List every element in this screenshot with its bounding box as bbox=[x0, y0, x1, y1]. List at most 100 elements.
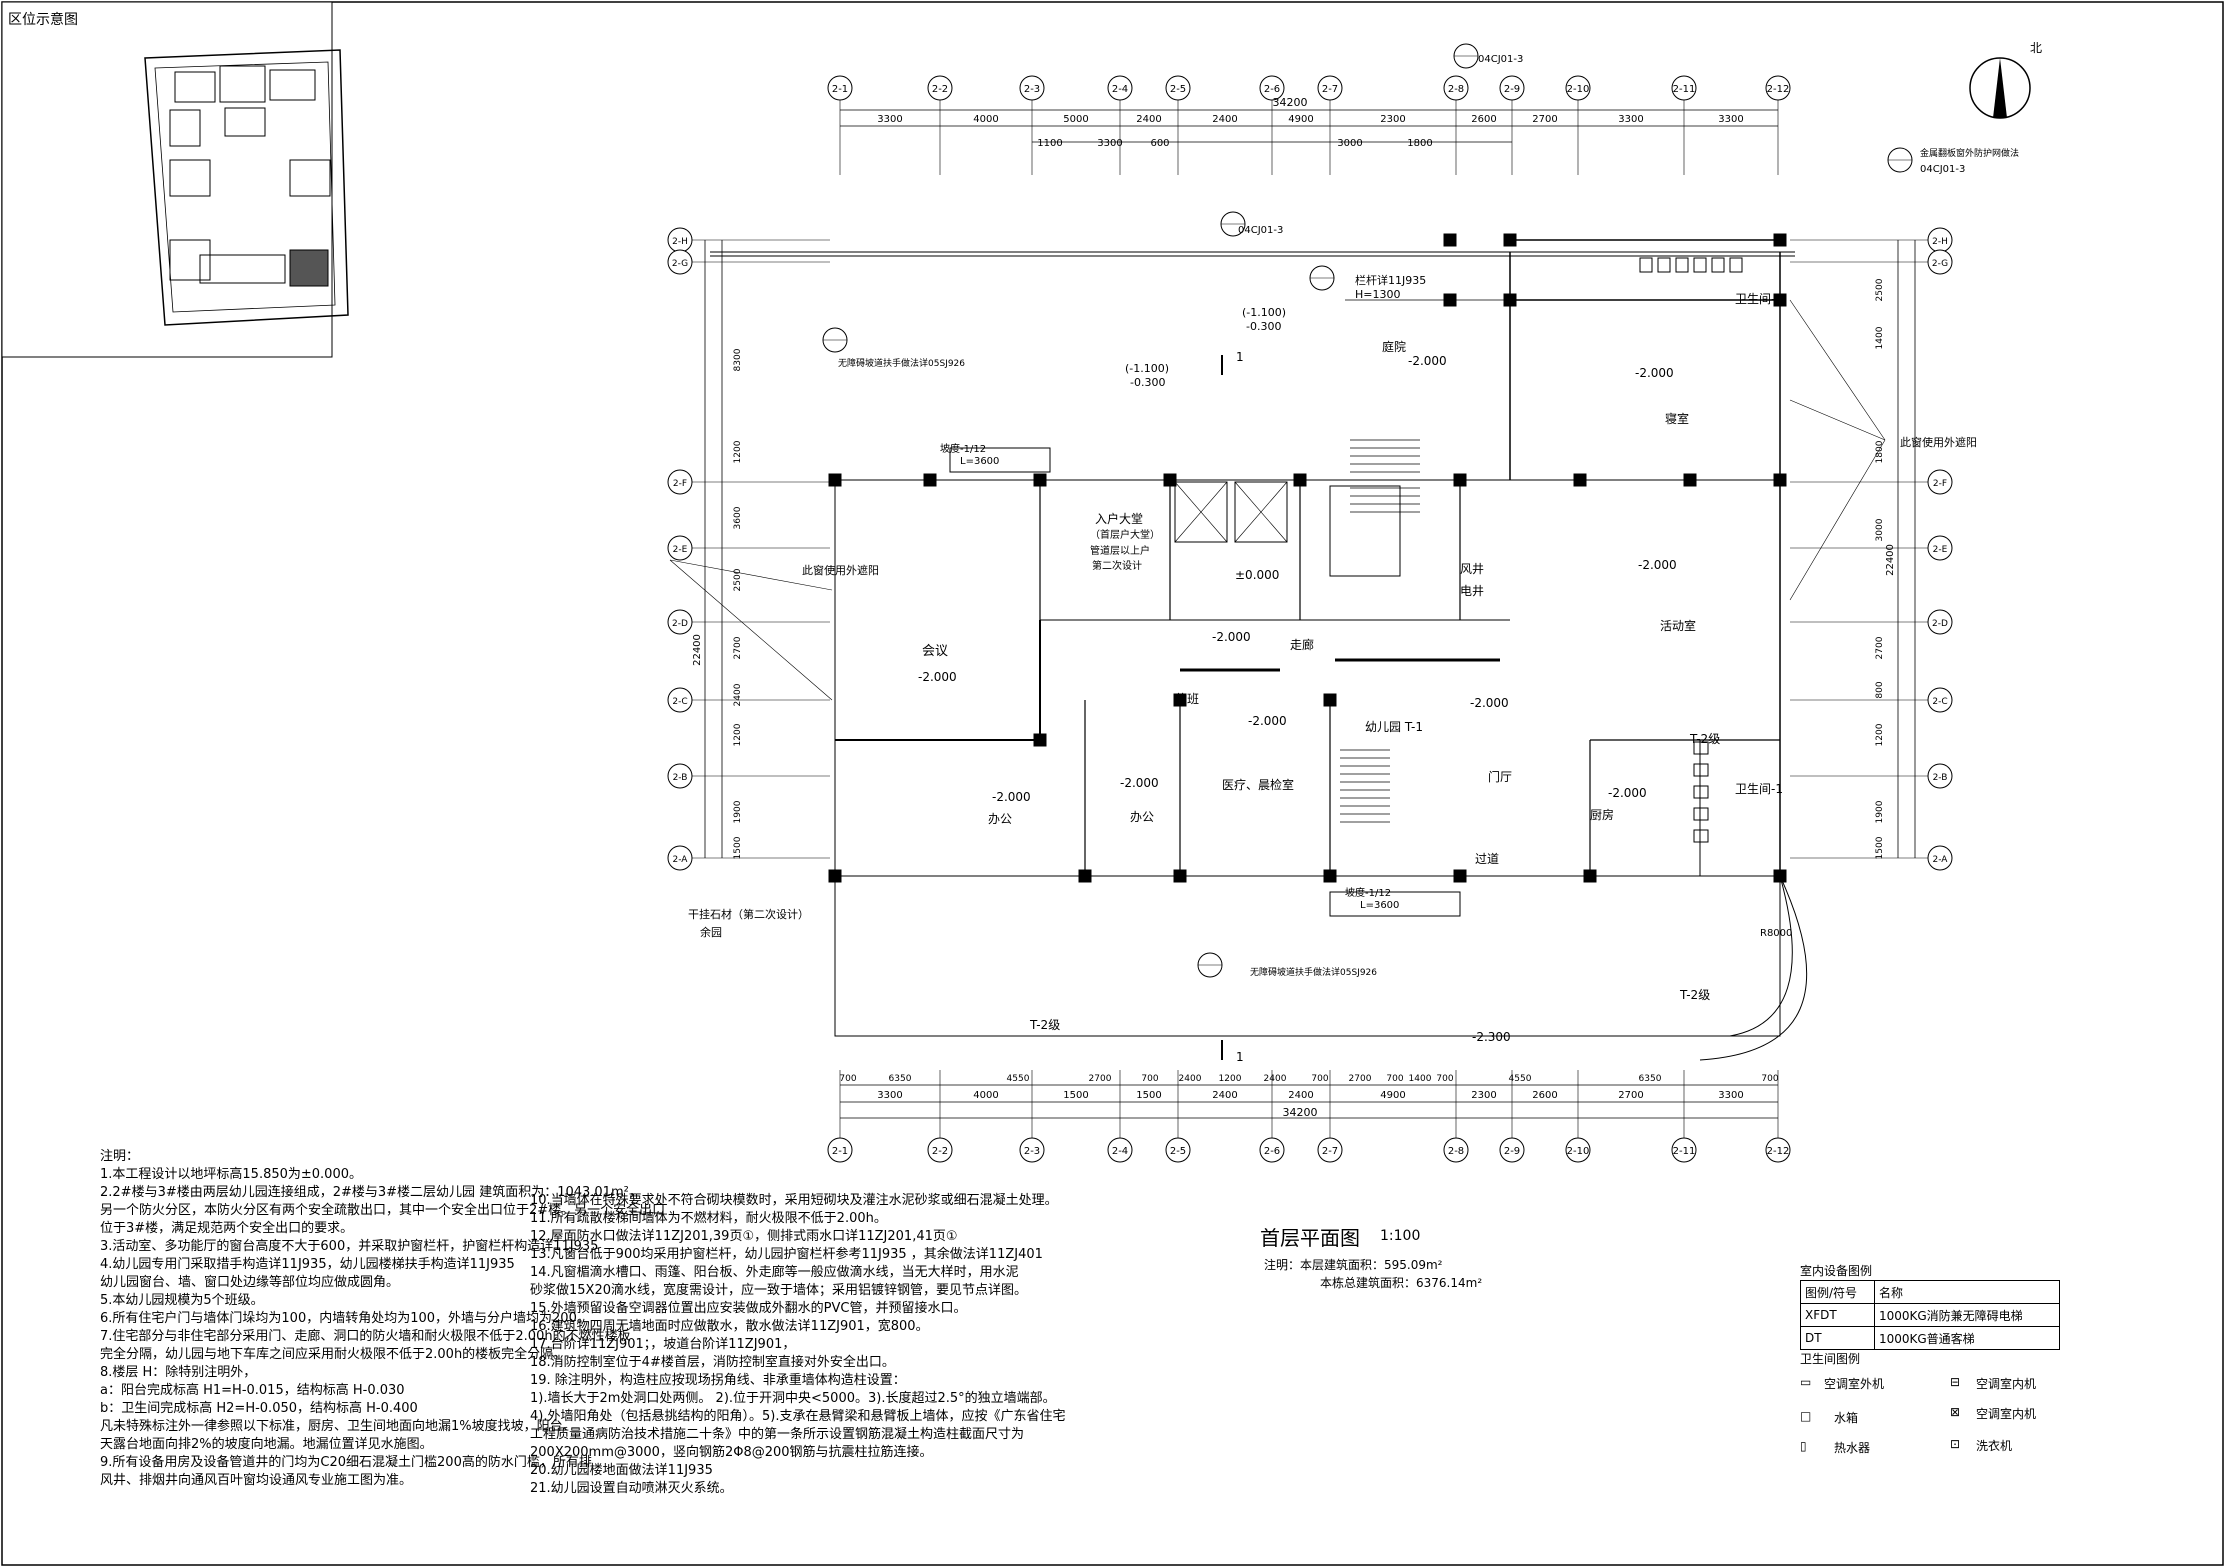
ref-ramp-rail-1: 无障碍坡道扶手做法详05SJ926 bbox=[838, 359, 965, 369]
dim-text: 2700 bbox=[1089, 1074, 1112, 1084]
column bbox=[1683, 473, 1697, 487]
dim-text: 1200 bbox=[1219, 1074, 1242, 1084]
leader-line bbox=[1789, 299, 1886, 441]
axis-label: 2-B bbox=[1933, 773, 1948, 783]
tf-tag-right: T-2级 bbox=[1690, 732, 1721, 746]
north-label: 北 bbox=[2030, 41, 2042, 55]
toilet-fixture bbox=[1729, 257, 1743, 273]
ramp-length-1: L=3600 bbox=[960, 456, 1000, 467]
leader-line bbox=[669, 559, 833, 701]
note-line: a：阳台完成标高 H1=H-0.015，结构标高 H-0.030 bbox=[100, 1383, 405, 1398]
dim-text: 4550 bbox=[1509, 1074, 1532, 1084]
elevator-table: 图例/符号 名称 XFDT 1000KG消防兼无障碍电梯 DT 1000KG普通… bbox=[1800, 1280, 2061, 1350]
level-ramp-2: -0.300 bbox=[1130, 376, 1166, 389]
axis-label: 2-7 bbox=[1322, 1146, 1338, 1157]
column bbox=[1173, 869, 1187, 883]
note-line: 17.台阶详11ZJ901；，坡道台阶详11ZJ901， bbox=[530, 1337, 796, 1352]
axis-label: 2-12 bbox=[1767, 84, 1790, 95]
area-note-2: 本栋总建筑面积：6376.14m² bbox=[1320, 1276, 1483, 1290]
dim-text: 2500 bbox=[1875, 278, 1885, 301]
dim-text: 3300 bbox=[877, 1090, 902, 1101]
toilet-fixture bbox=[1693, 785, 1709, 799]
dim-text: 700 bbox=[1761, 1074, 1778, 1084]
dim-text: 3300 bbox=[877, 114, 902, 125]
section-cut-top: 1 bbox=[1236, 350, 1244, 364]
axis-label: 2-3 bbox=[1024, 1146, 1040, 1157]
dim-text: 1900 bbox=[733, 800, 743, 823]
axis-label: 2-4 bbox=[1112, 84, 1128, 95]
room-duty: 值班 bbox=[1175, 692, 1200, 706]
note-line: 工程质量通病防治技术措施二十条》中的第一条所示设置钢筋混凝土构造柱截面尺寸为 bbox=[530, 1427, 1025, 1442]
column bbox=[1033, 473, 1047, 487]
stair-core bbox=[1329, 485, 1401, 577]
axis-label: 2-9 bbox=[1504, 1146, 1520, 1157]
room-entrance-hall: 门厅 bbox=[1488, 770, 1513, 784]
elevator-table-head-name: 名称 bbox=[1873, 1280, 2061, 1304]
column bbox=[1453, 473, 1467, 487]
axis-label: 2-3 bbox=[1024, 84, 1040, 95]
note-line: 8.楼层 H：除特别注明外， bbox=[100, 1365, 257, 1380]
axis-label: 2-E bbox=[1933, 545, 1948, 555]
dim-text: 700 bbox=[839, 1074, 856, 1084]
room-lobby-note-2: 管道层以上户 bbox=[1090, 546, 1150, 557]
room-kitchen: 厨房 bbox=[1590, 808, 1615, 822]
level-kitchen: -2.000 bbox=[1608, 786, 1647, 800]
dim-text: 700 bbox=[1311, 1074, 1328, 1084]
plan-body bbox=[667, 43, 1953, 1163]
note-line: 幼儿园窗台、墙、窗口处边缘等部位均应做成圆角。 bbox=[100, 1275, 400, 1290]
column bbox=[828, 869, 842, 883]
axis-label: 2-D bbox=[672, 619, 688, 629]
ref-04cj01-3: 04CJ01-3 bbox=[1478, 54, 1524, 65]
leader-line bbox=[669, 559, 833, 591]
room-toilet-1: 卫生间-1 bbox=[1735, 782, 1783, 796]
dim-text: 2600 bbox=[1532, 1090, 1557, 1101]
note-line: 4.幼儿园专用门采取措手构造详11J935，幼儿园楼梯扶手构造详11J935 bbox=[100, 1257, 515, 1272]
dim-text: 22400 bbox=[692, 634, 703, 666]
terrace-curve bbox=[1729, 875, 1793, 1037]
dim-text: 2700 bbox=[1875, 636, 1885, 659]
axis-label: 2-A bbox=[1933, 855, 1949, 865]
room-corridor: 走廊 bbox=[1290, 638, 1315, 652]
column bbox=[1453, 869, 1467, 883]
dim-text: 800 bbox=[1875, 681, 1885, 698]
axis-label: 2-H bbox=[672, 237, 688, 247]
north-arrow-icon: 北 bbox=[1969, 41, 2042, 119]
axis-label: 2-5 bbox=[1170, 84, 1186, 95]
notes-middle: 10.当墙体在特殊要求处不符合砌块模数时，采用短砌块及灌注水泥砂浆或细石混凝土处… bbox=[530, 1192, 1065, 1498]
axis-label: 2-2 bbox=[932, 84, 948, 95]
toilet-fixture bbox=[1639, 257, 1653, 273]
axis-label: 2-H bbox=[1932, 237, 1948, 247]
axis-label: 2-G bbox=[1932, 259, 1948, 269]
terrace-slab bbox=[834, 875, 1781, 1037]
ref-rail-11j935: 栏杆详11J935 bbox=[1355, 274, 1427, 287]
note-line: 19. 除注明外，构造柱应按现场拐角线、非承重墙体构造柱设置： bbox=[530, 1373, 906, 1388]
dim-text: 1400 bbox=[1875, 326, 1885, 349]
dim-text: 22400 bbox=[1885, 544, 1896, 576]
note-line: 13.凡窗台低于900均采用护窗栏杆，幼儿园护窗栏杆参考11J935 ，其余做法… bbox=[530, 1247, 1043, 1262]
column bbox=[1293, 473, 1307, 487]
dim-text: 6350 bbox=[889, 1074, 912, 1084]
column bbox=[1583, 869, 1597, 883]
dim-text: 2400 bbox=[1136, 114, 1161, 125]
dim-text: 1900 bbox=[1875, 800, 1885, 823]
note-line: 1).墙长大于2m处洞口处两侧。 2).位于开洞中央<5000。3).长度超过2… bbox=[530, 1391, 1056, 1406]
axis-label: 2-11 bbox=[1673, 1146, 1696, 1157]
dry-hang-stone: 干挂石材（第二次设计） bbox=[688, 908, 809, 921]
column bbox=[1163, 473, 1177, 487]
dim-text: 1500 bbox=[733, 836, 743, 859]
axis-label: 2-1 bbox=[832, 1146, 848, 1157]
ramp-slope-1: 坡度-1/12 bbox=[940, 444, 987, 455]
level-entrance: -2.000 bbox=[1470, 696, 1509, 710]
level-yard: -2.000 bbox=[1408, 354, 1447, 368]
dim-text: 34200 bbox=[1283, 1106, 1318, 1119]
elevator-row-name: 1000KG消防兼无障碍电梯 bbox=[1873, 1303, 2061, 1327]
axis-label: 2-D bbox=[1932, 619, 1948, 629]
level-activity: -2.000 bbox=[1638, 558, 1677, 572]
dim-text: 3000 bbox=[1337, 138, 1362, 149]
axis-label: 2-6 bbox=[1264, 1146, 1280, 1157]
dim-text: 1100 bbox=[1037, 138, 1062, 149]
dim-text: 4000 bbox=[973, 114, 998, 125]
dim-text: 1800 bbox=[1407, 138, 1432, 149]
note-line: 凡未特殊标注外一律参照以下标准，厨房、卫生间地面向地漏1%坡度找坡，阳台、 bbox=[100, 1419, 576, 1434]
note-line: 20.幼儿园楼地面做法详11J935 bbox=[530, 1463, 713, 1478]
